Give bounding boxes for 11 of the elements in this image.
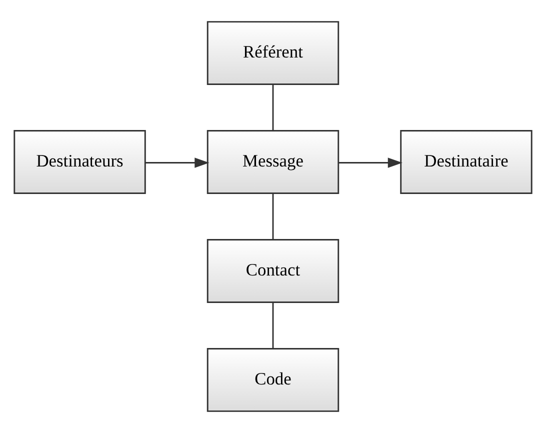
node-box: Contact (206, 238, 340, 302)
node-box: Référent (206, 20, 340, 85)
node-box: Destinataire (400, 130, 532, 194)
connector (272, 193, 274, 240)
connector (272, 302, 274, 348)
connector (272, 84, 274, 130)
arrow (338, 157, 402, 168)
node-box: Code (206, 347, 340, 412)
node-box: Destinateurs (14, 130, 146, 194)
arrow (145, 157, 210, 168)
node-box: Message (206, 130, 340, 194)
